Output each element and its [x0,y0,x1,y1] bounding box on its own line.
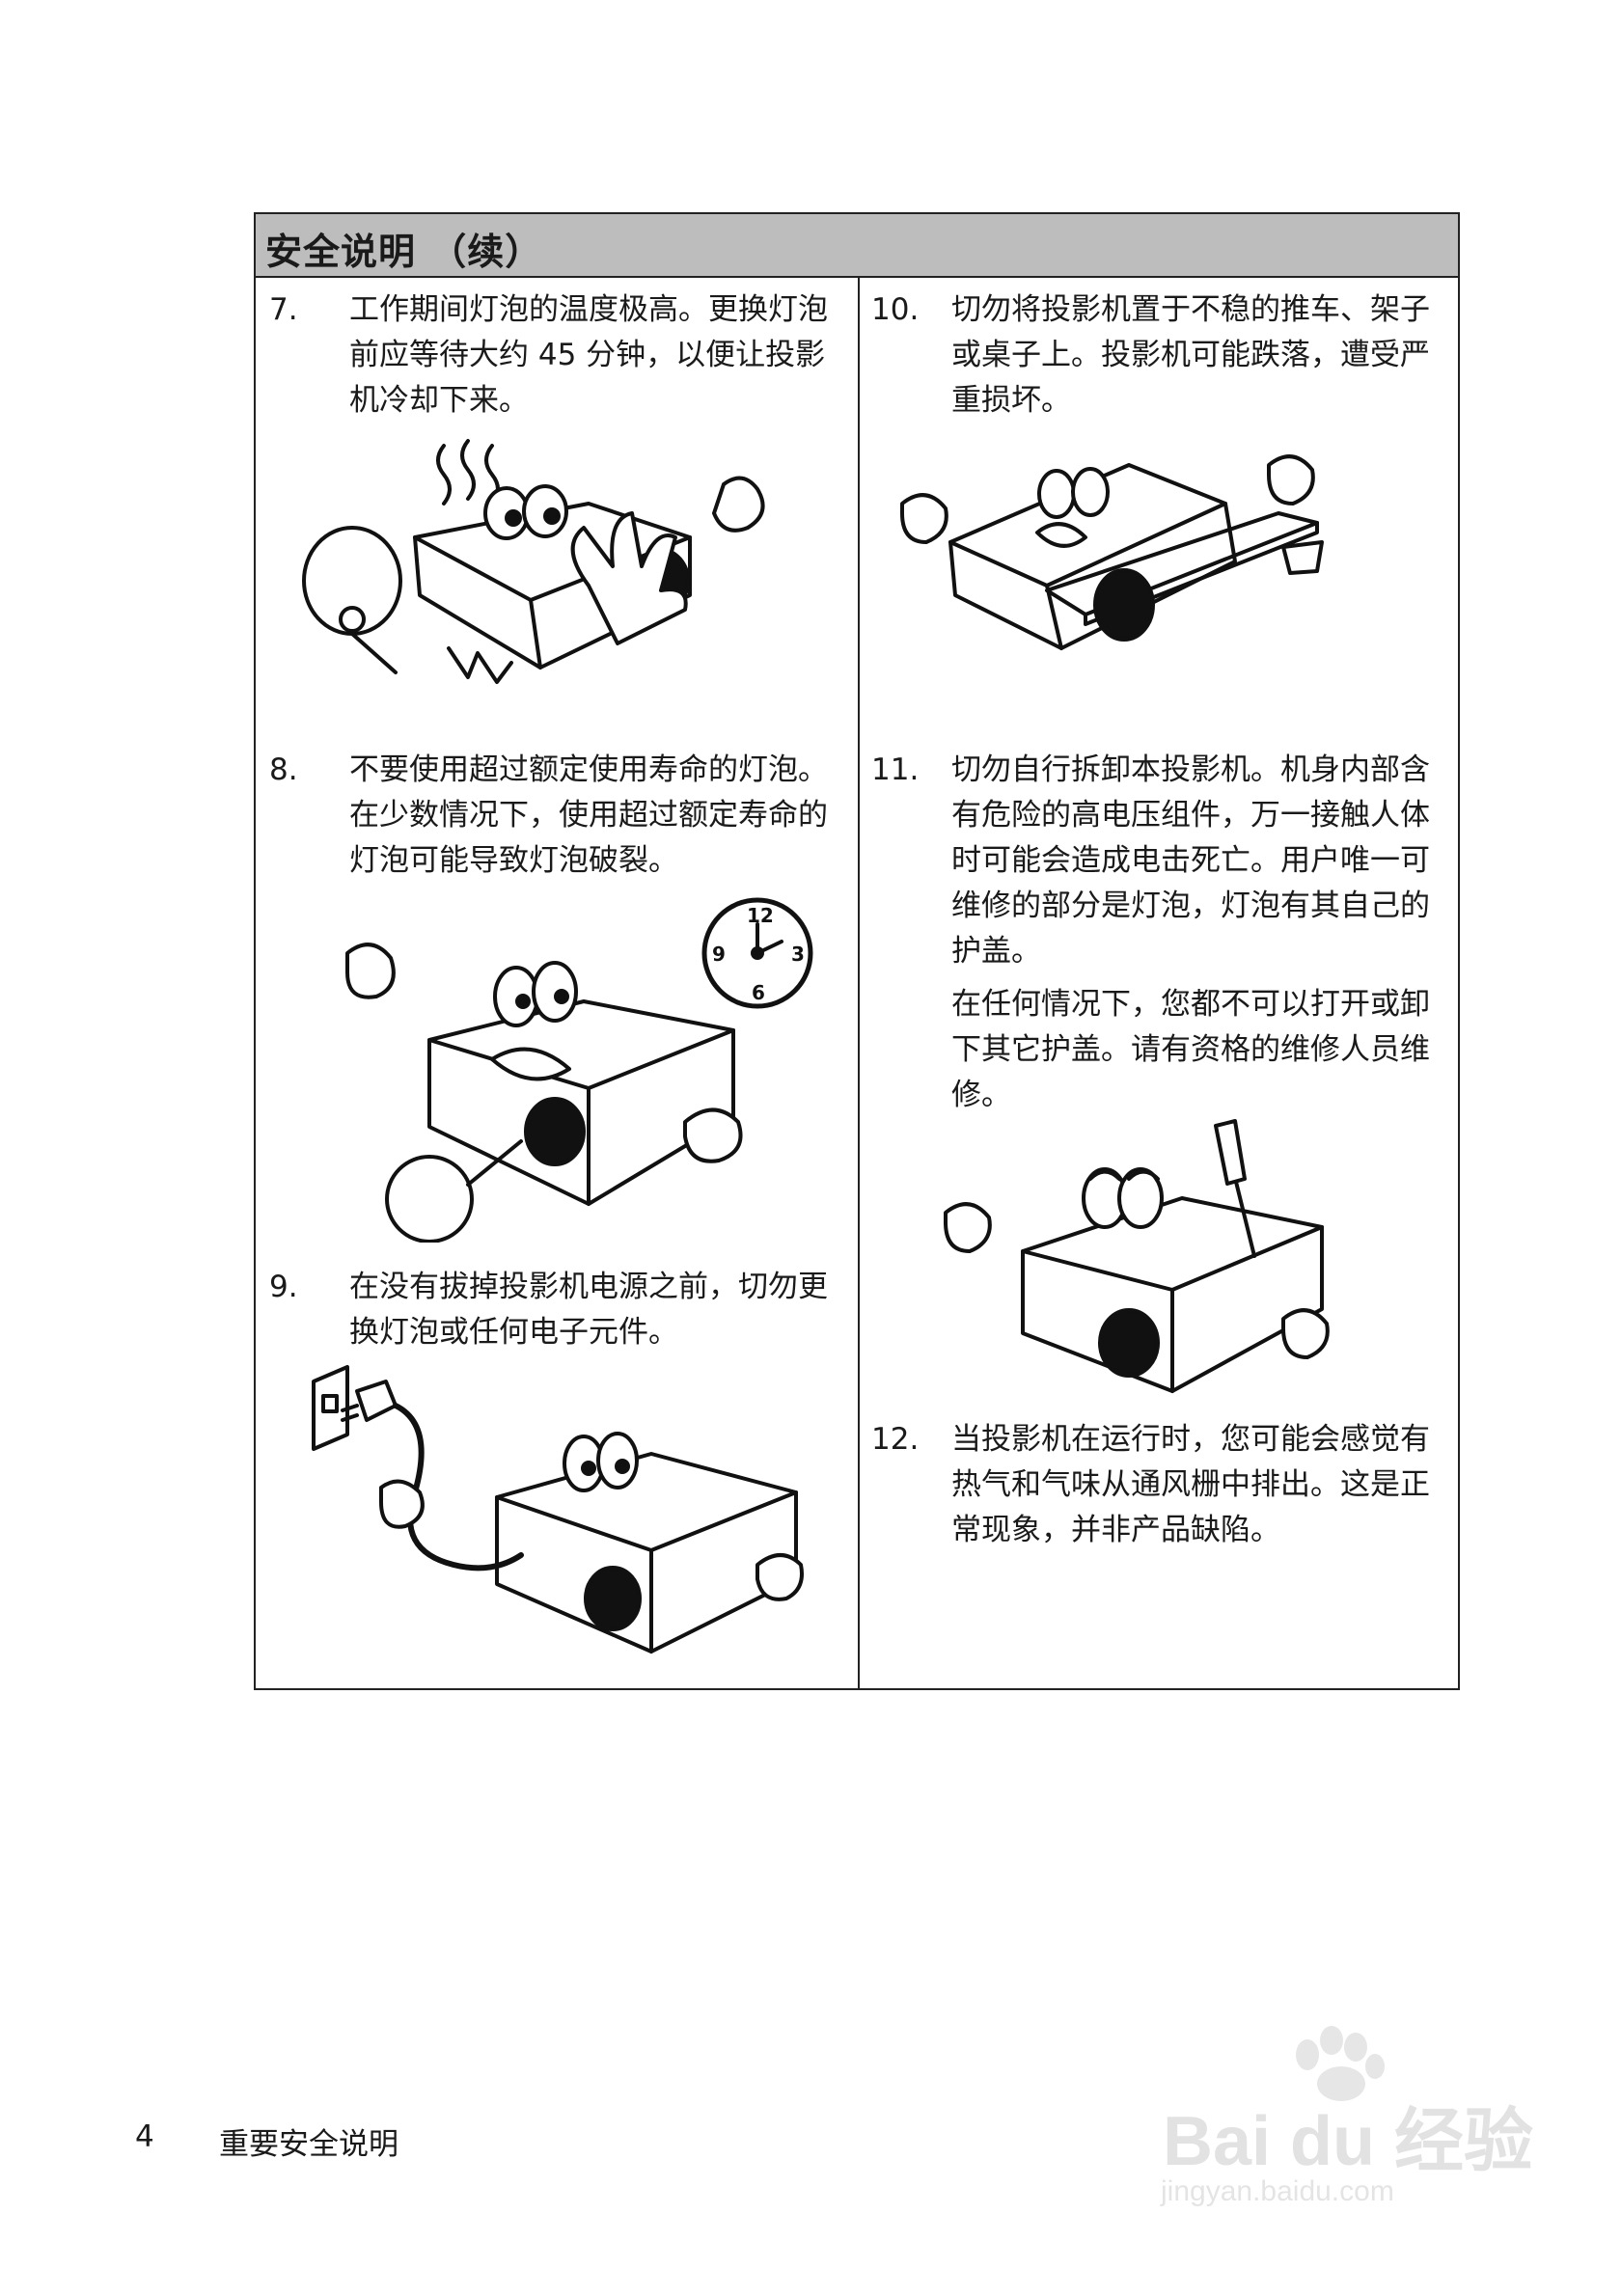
box-header: 安全说明 （续） [256,214,1458,278]
item-text-continued: 在任何情况下，您都不可以打开或卸下其它护盖。请有资格的维修人员维修。 [951,987,1430,1112]
paw-icon [1296,2026,1385,2101]
box-title: 安全说明 （续） [265,231,543,273]
illustration-hot-lamp [299,417,801,706]
clock-number-6: 6 [752,981,765,1004]
illustration-expired-lamp: 12 3 6 9 [338,895,839,1243]
item-number: 9. [269,1270,298,1304]
item-text: 工作期间灯泡的温度极高。更换灯泡前应等待大约 45 分钟，以便让投影机冷却下来。 [349,292,828,418]
illustration-disassembly [926,1087,1409,1396]
watermark: Bai du 经验 jingyan.baidu.com [1134,2026,1539,2219]
illustration-unstable-surface [893,407,1404,668]
item-number: 8. [269,752,298,787]
item-text: 切勿将投影机置于不稳的推车、架子或桌子上。投影机可能跌落，遭受严重损坏。 [951,292,1430,418]
item-number: 12. [871,1422,920,1457]
footer-section-title: 重要安全说明 [219,2127,398,2162]
clock-number-9: 9 [712,943,726,966]
item-text: 当投影机在运行时，您可能会感觉有热气和气味从通风栅中排出。这是正常现象，并非产品… [951,1422,1430,1547]
illustration-unplug [304,1353,806,1661]
clock-icon [701,897,813,1009]
item-text: 不要使用超过额定使用寿命的灯泡。在少数情况下，使用超过额定寿命的灯泡可能导致灯泡… [349,752,828,878]
item-number: 11. [871,752,920,787]
item-text: 切勿自行拆卸本投影机。机身内部含有危险的高电压组件，万一接触人体时可能会造成电击… [951,752,1430,969]
page-number: 4 [135,2119,154,2154]
clock-number-12: 12 [747,904,774,927]
item-number: 7. [269,292,298,327]
clock-number-3: 3 [791,943,805,966]
column-divider [858,278,860,1688]
item-text: 在没有拔掉投影机电源之前，切勿更换灯泡或任何电子元件。 [349,1270,828,1350]
safety-instructions-box: 安全说明 （续） 7. 工作期间灯泡的温度极高。更换灯泡前应等待大约 45 分钟… [254,212,1460,1690]
watermark-brand: Bai du 经验 [1163,2103,1534,2180]
item-number: 10. [871,292,920,327]
watermark-url: jingyan.baidu.com [1161,2175,1394,2207]
